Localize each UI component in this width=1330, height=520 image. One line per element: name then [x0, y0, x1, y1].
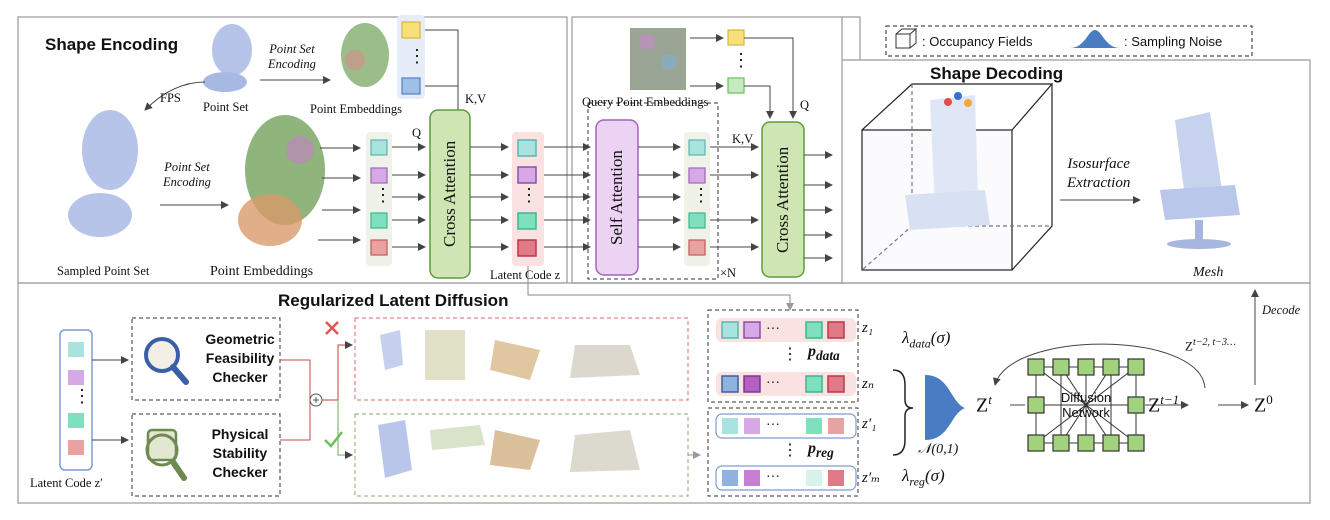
- latent-code-z-label: Latent Code z: [490, 268, 561, 282]
- point-embeddings-image: [238, 115, 325, 246]
- z1prime-label: z′₁: [862, 416, 877, 432]
- times-n-label: ×N: [720, 266, 737, 280]
- zn-label: zₙ: [862, 376, 874, 392]
- preg-dots: ⋮: [782, 442, 798, 459]
- diffusion-frame: [17, 282, 1311, 504]
- pdata-row2-ellipsis: ···: [766, 376, 780, 391]
- point-embeddings-top-label: Point Embeddings: [310, 102, 403, 116]
- point-embeddings-top-image: [341, 23, 389, 87]
- cross-attention-1-block: [429, 109, 471, 279]
- rejected-shapes-images: [380, 330, 640, 380]
- top-tokens-dots: ⋮: [408, 46, 426, 66]
- zt1-label: Zt−1: [1148, 392, 1180, 417]
- query-tokens-dots: ⋮: [732, 50, 750, 70]
- legend-occupancy-label: : Occupancy Fields: [922, 34, 1033, 49]
- point-set-encoding-top-label: Point Set Encoding: [268, 42, 316, 71]
- cross-attention-2-label: Cross Attention: [773, 146, 792, 253]
- isosurface-label: Isosurface Extraction: [1067, 156, 1131, 191]
- latent-code-zprime-label: Latent Code z′: [30, 476, 103, 490]
- selfattn-tokens-dots: ⋮: [692, 185, 710, 205]
- diffusion-network-label: Diffusion Network: [1060, 390, 1112, 420]
- kv-label-1: K,V: [465, 92, 487, 106]
- kv-label-2: K,V: [732, 132, 754, 146]
- preg-row1-ellipsis: ···: [766, 418, 780, 433]
- mesh-chair-image: [1160, 112, 1240, 249]
- sampled-point-set-image: [68, 110, 138, 237]
- legend-box: [885, 25, 1253, 57]
- gaussian-distribution-icon: [925, 375, 965, 440]
- point-set-top-image: [203, 24, 252, 92]
- z1-label: z₁: [862, 320, 874, 336]
- pdata-row1-ellipsis: ···: [766, 322, 780, 337]
- point-set-encoding-label: Point Set Encoding: [163, 160, 211, 189]
- z0-label: Z0: [1254, 392, 1273, 417]
- q-label-2: Q: [800, 98, 810, 112]
- p-data-label: pdata: [808, 343, 840, 364]
- cube-legend-icon: [895, 28, 918, 49]
- chair-occupancy-image: [905, 92, 990, 230]
- self-attention-label: Self Attention: [607, 150, 626, 245]
- cross-attention-2-block: [761, 121, 805, 278]
- zmprime-label: z′ₘ: [862, 470, 881, 486]
- accepted-shapes-images: [378, 420, 640, 478]
- encoding-tokens-dots: ⋮: [374, 185, 392, 205]
- p-reg-label: preg: [808, 440, 834, 461]
- cross-attention-1-label: Cross Attention: [440, 140, 459, 248]
- geometric-checker-label: Geometric Feasibility Checker: [205, 331, 275, 385]
- decode-label: Decode: [1262, 303, 1301, 317]
- legend-noise-label: : Sampling Noise: [1124, 34, 1223, 49]
- magnifier-icon: [144, 337, 189, 385]
- fps-label: FPS: [160, 91, 181, 105]
- zt-label: Zt: [976, 392, 992, 417]
- normal-dist-label: 𝒩(0,1): [918, 442, 959, 457]
- preg-row2-ellipsis: ···: [766, 470, 780, 485]
- q-label-1: Q: [412, 126, 422, 140]
- token-blue: [401, 77, 421, 95]
- lambda-reg-label: λreg(σ): [902, 466, 945, 489]
- gaussian-legend-icon: [1070, 30, 1120, 48]
- shape-encoding-title: Shape Encoding: [45, 35, 179, 54]
- query-point-cube-image: [630, 28, 686, 90]
- mesh-label: Mesh: [1193, 265, 1224, 280]
- diffusion-title: Regularized Latent Diffusion: [278, 291, 509, 310]
- zprime-dots: ⋮: [73, 386, 91, 406]
- point-set-label: Point Set: [203, 100, 249, 114]
- stability-chair-icon: [145, 428, 187, 481]
- query-point-embeddings-label: Query Point Embeddings: [582, 95, 709, 109]
- shape-decoding-title: Shape Decoding: [930, 64, 1064, 83]
- latent-dots: ⋮: [520, 185, 538, 205]
- diffusion-network-nodes: [1027, 358, 1145, 452]
- point-embeddings-label: Point Embeddings: [210, 264, 314, 279]
- token-yellow: [401, 21, 421, 39]
- physical-checker-label: Physical Stability Checker: [211, 426, 269, 480]
- lambda-data-label: λdata(σ): [902, 328, 951, 351]
- zt23-label: Zt−2, t−3…: [1185, 337, 1236, 354]
- sampled-point-set-label: Sampled Point Set: [57, 264, 150, 278]
- pdata-dots: ⋮: [782, 346, 798, 363]
